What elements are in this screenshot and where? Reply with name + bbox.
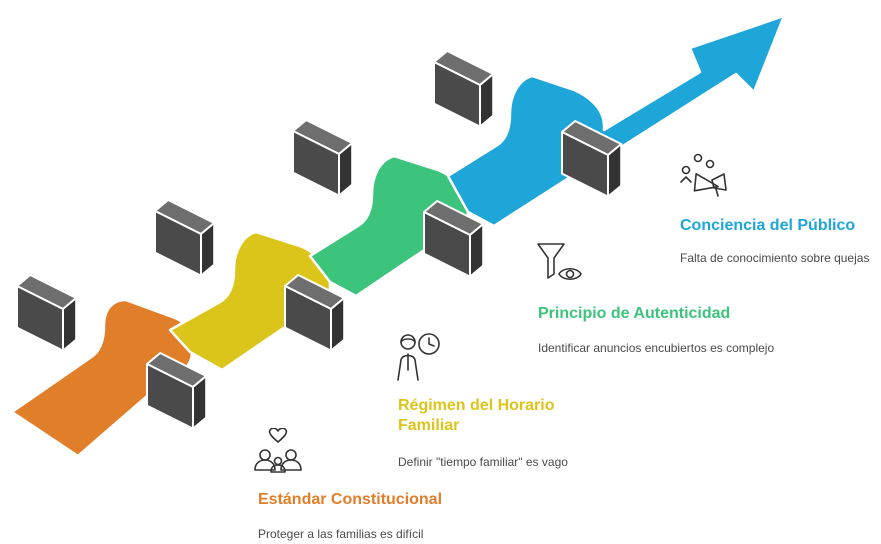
front-barrier-2 — [284, 274, 346, 352]
back-barrier-4 — [433, 50, 495, 128]
step-2-description: Definir "tiempo familiar" es vago — [398, 455, 568, 469]
step-4-description: Falta de conocimiento sobre quejas — [680, 251, 870, 265]
step-3-description: Identificar anuncios encubiertos es comp… — [538, 341, 775, 355]
back-barrier-2 — [154, 199, 216, 277]
megaphone-people-icon — [676, 150, 732, 200]
path-segment-4 — [446, 14, 786, 228]
step-4-title: Conciencia del Público — [680, 217, 856, 234]
step-3-title: Principio de Autenticidad — [538, 305, 731, 322]
person-clock-icon — [395, 330, 445, 382]
step-1-description: Proteger a las familias es difícil — [258, 527, 424, 541]
front-barrier-4 — [561, 120, 623, 198]
back-barrier-3 — [292, 119, 354, 197]
front-barrier-3 — [423, 200, 485, 278]
back-barrier-1 — [16, 274, 78, 352]
step-1-title: Estándar Constitucional — [258, 491, 443, 508]
front-barrier-1 — [146, 352, 208, 430]
filter-eye-icon — [535, 240, 585, 288]
step-2-title: Régimen del Horario Familiar — [398, 397, 555, 434]
family-heart-icon — [250, 427, 306, 476]
